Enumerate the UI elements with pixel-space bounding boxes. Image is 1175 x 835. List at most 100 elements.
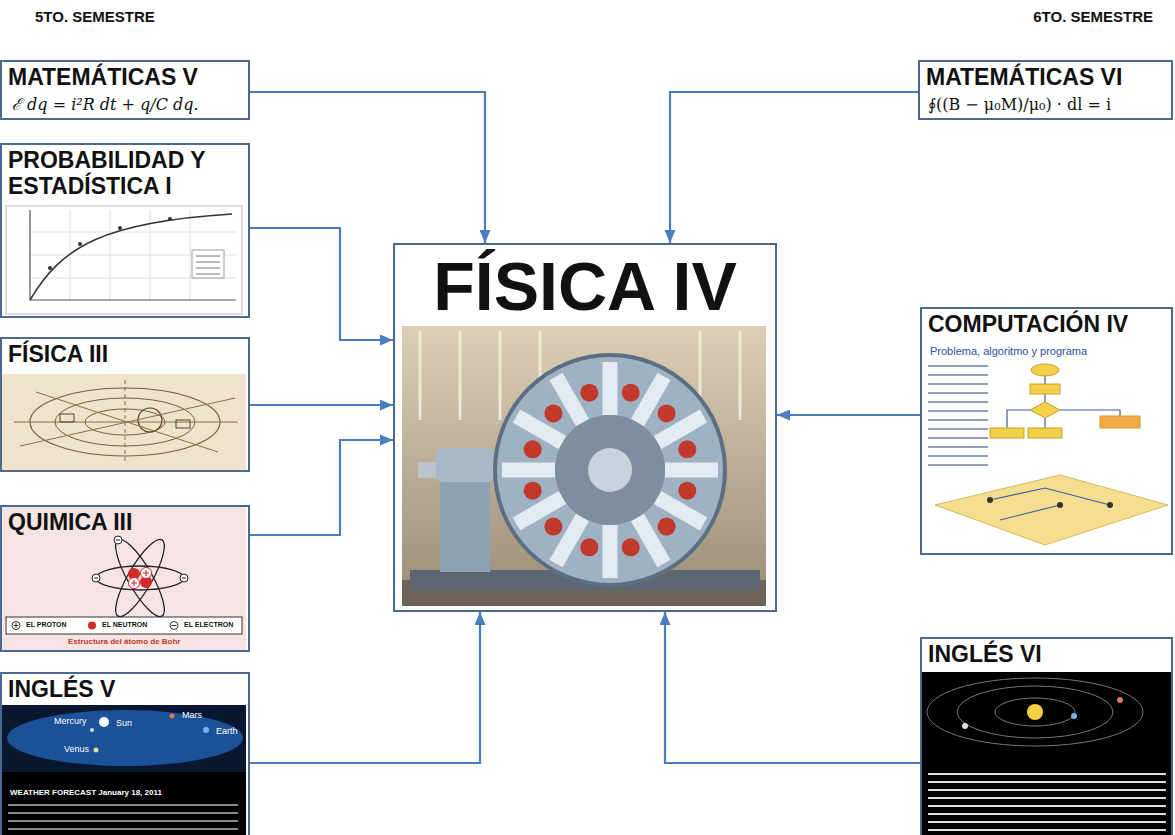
subject-box: QUIMICA III EL PROTON EL NEUTRON EL ELECTRO… bbox=[0, 505, 250, 652]
subject-box: INGLÉS VMercurySunVenusMarsEarthWEATHER … bbox=[0, 672, 250, 835]
subject-box: COMPUTACIÓN IVProblema, algoritmo y prog… bbox=[920, 307, 1173, 555]
rotor-pole bbox=[678, 440, 696, 458]
subject-box: FÍSICA III bbox=[0, 337, 250, 472]
proton-symbol bbox=[12, 622, 20, 630]
technical-drawing bbox=[2, 374, 246, 470]
flow-lines bbox=[990, 488, 1110, 520]
box-title: QUIMICA III bbox=[2, 507, 248, 537]
planet-orbit bbox=[957, 686, 1113, 738]
flow-node bbox=[987, 497, 993, 503]
box-title: MATEMÁTICAS VI bbox=[920, 62, 1171, 92]
flow-node bbox=[1057, 502, 1063, 508]
atom-legend-box bbox=[6, 617, 242, 634]
neutron-symbol bbox=[88, 622, 96, 630]
prerequisite-arrow bbox=[250, 404, 393, 406]
hall-wall bbox=[402, 326, 766, 606]
fine-print bbox=[928, 366, 988, 465]
rotor-pole bbox=[544, 404, 562, 422]
box-title: INGLÉS VI bbox=[922, 639, 1171, 669]
flow-decision bbox=[1030, 402, 1060, 418]
graph-grid bbox=[30, 210, 236, 300]
drawing-lines bbox=[14, 392, 238, 452]
flowchart-image bbox=[928, 364, 1168, 545]
prerequisite-arrow bbox=[250, 612, 480, 763]
flow-platform bbox=[935, 475, 1168, 545]
electron-sign bbox=[94, 540, 186, 578]
formula: ℰ dq = i²R dt + q/C dq. bbox=[12, 95, 199, 114]
semester-heading: 5TO. SEMESTRE bbox=[35, 8, 155, 25]
planet-dot bbox=[90, 728, 94, 732]
subject-box: MATEMÁTICAS V ℰ dq = i²R dt + q/C dq. bbox=[0, 60, 250, 120]
subject-box: PROBABILIDAD Y ESTADÍSTICA I bbox=[0, 143, 250, 318]
rotor-pole bbox=[524, 440, 542, 458]
flow-step bbox=[1030, 384, 1060, 394]
rotor bbox=[495, 355, 725, 585]
semester-heading: 6TO. SEMESTRE bbox=[1033, 8, 1153, 25]
fine-print bbox=[928, 774, 1166, 830]
rotor-pole bbox=[622, 384, 640, 402]
rotor-pole bbox=[622, 538, 640, 556]
space-ground bbox=[922, 672, 1172, 835]
proton-symbol bbox=[14, 623, 19, 628]
flow-start bbox=[1031, 364, 1059, 376]
rotor-hub bbox=[555, 415, 665, 525]
rotor-pole bbox=[580, 538, 598, 556]
rotor-pole bbox=[544, 518, 562, 536]
box-title: INGLÉS V bbox=[2, 674, 248, 704]
planet-label: Sun bbox=[116, 718, 132, 729]
rotor-spokes bbox=[502, 362, 718, 578]
planet-label: Earth bbox=[216, 726, 238, 737]
drawing-part bbox=[60, 414, 74, 422]
flow-step bbox=[1028, 428, 1062, 438]
bearing-cap bbox=[436, 448, 494, 482]
rotor-pole bbox=[524, 482, 542, 500]
planet-dot bbox=[203, 727, 209, 733]
prerequisite-arrow bbox=[250, 92, 485, 243]
planet-label: Mars bbox=[182, 710, 202, 721]
fine-print bbox=[8, 805, 238, 829]
generator-photo bbox=[402, 326, 766, 606]
box-title: FÍSICA III bbox=[2, 339, 248, 369]
figure-caption: Estructura del átomo de Bohr bbox=[68, 637, 180, 647]
box-title: COMPUTACIÓN IV bbox=[922, 309, 1171, 339]
legend-text: EL ELECTRON bbox=[184, 621, 233, 629]
rotor-pole bbox=[580, 384, 598, 402]
sun-dot bbox=[99, 717, 109, 727]
electron-orbit bbox=[96, 566, 184, 590]
graph-dot bbox=[78, 242, 82, 246]
graph-dot bbox=[168, 217, 172, 221]
legend-text: EL NEUTRON bbox=[102, 621, 147, 629]
prerequisite-arrow bbox=[250, 228, 393, 340]
rotor-pole bbox=[658, 404, 676, 422]
space-weather-image bbox=[2, 705, 246, 835]
rotor-pole bbox=[658, 518, 676, 536]
planet-dot bbox=[94, 748, 99, 753]
box-title: PROBABILIDAD Y ESTADÍSTICA I bbox=[2, 145, 248, 202]
prerequisite-arrow bbox=[670, 92, 918, 243]
drawing-part bbox=[176, 420, 190, 428]
graph-curve bbox=[30, 214, 232, 300]
graph-legend-box bbox=[192, 250, 224, 278]
prerequisite-arrow bbox=[665, 612, 920, 763]
subject-box: MATEMÁTICAS VI∮((B − μ₀M)/μ₀) · dl = i bbox=[918, 60, 1173, 120]
planet bbox=[1117, 697, 1123, 703]
text-panel bbox=[2, 772, 246, 835]
electron-orbit bbox=[108, 534, 173, 622]
prerequisite-arrow bbox=[250, 440, 393, 535]
rotor-pole bbox=[678, 482, 696, 500]
solar-system-image bbox=[922, 672, 1172, 835]
drawing-axis bbox=[125, 380, 126, 464]
legend-text: EL PROTON bbox=[26, 621, 67, 629]
flow-step bbox=[1100, 416, 1140, 428]
proton-sign bbox=[131, 570, 149, 586]
bearing-pedestal bbox=[440, 478, 490, 572]
box-title: MATEMÁTICAS V bbox=[2, 62, 248, 92]
electron-orbit bbox=[108, 534, 173, 622]
planet-dot bbox=[170, 714, 175, 719]
sun bbox=[1027, 704, 1043, 720]
graph-legend-lines bbox=[196, 256, 220, 274]
graph-dot bbox=[48, 266, 52, 270]
space-ground bbox=[2, 705, 246, 835]
